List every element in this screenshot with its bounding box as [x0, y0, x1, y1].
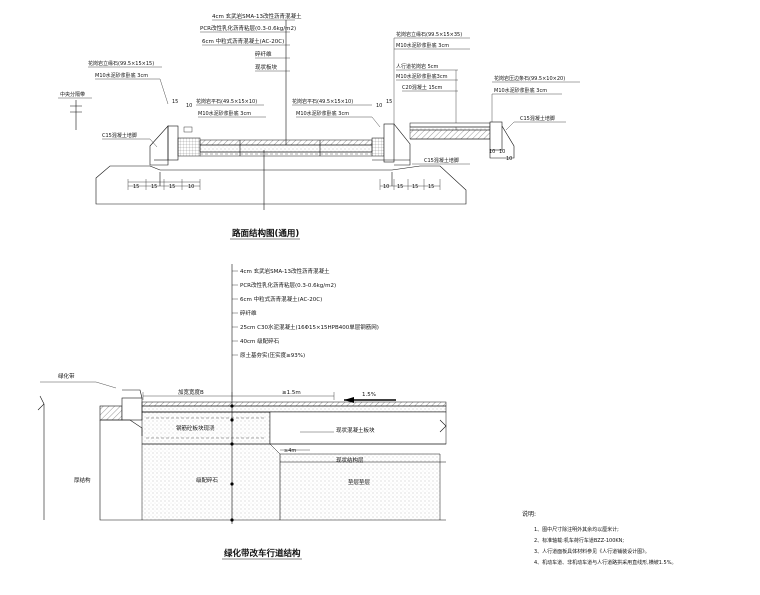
c15-left-label: C15混凝土培脚 — [102, 132, 137, 139]
left-curb-mortar: M10水泥砂浆卧底 3cm — [95, 72, 148, 79]
right-inner-curb-label: 花岗岩平石(49.5×15×10) — [292, 98, 353, 105]
rebar-label: 钢筋砼板块现浇 — [176, 424, 215, 432]
c15-mid-label: C15混凝土培脚 — [424, 157, 459, 164]
top-layer-1: 4cm 玄武岩SMA-13改性沥青混凝土 — [212, 12, 302, 20]
dim-right-top-2: 15 — [386, 99, 392, 105]
notes: 说明: 1、图中尺寸除注明外其余均以厘米计; 2、标准轴载:机车荷行车道BZZ-… — [522, 510, 676, 566]
dim-lb-4: 10 — [188, 184, 194, 190]
existing-layer-label: 现状结构层 — [336, 456, 364, 464]
bottom-layer-6: 40cm 级配碎石 — [240, 337, 280, 345]
notes-heading: 说明: — [522, 510, 536, 518]
bottom-layer-7: 原土基夯实(压实度≥93%) — [240, 351, 305, 359]
left-inner-curb-mortar: M10水泥砂浆卧底 3cm — [198, 110, 251, 117]
top-layer-labels: 4cm 玄武岩SMA-13改性沥青混凝土 PCR改性乳化沥青粘层(0.3-0.6… — [200, 12, 302, 145]
slope-label: 1.5% — [362, 392, 376, 398]
sidewalk-layer-2: M10水泥砂浆卧底3cm — [396, 73, 448, 80]
thick-label: 厚结构 — [74, 476, 91, 484]
top-layer-2: PCR改性乳化沥青粘层(0.3-0.6kg/m2) — [200, 24, 296, 32]
gravel-label: 级配碎石 — [196, 476, 219, 484]
bottom-layer-2: PCR改性乳化沥青粘层(0.3-0.6kg/m2) — [240, 281, 336, 289]
bottom-title: 绿化带改车行道结构 — [224, 548, 301, 559]
right-curb-label: 花岗岩立缘石(99.5×15×35) — [396, 31, 462, 38]
note-1: 1、图中尺寸除注明外其余均以厘米计; — [534, 526, 619, 533]
top-section: 4cm 玄武岩SMA-13改性沥青混凝土 PCR改性乳化沥青粘层(0.3-0.6… — [58, 12, 580, 240]
c15-right-label: C15混凝土培脚 — [520, 115, 555, 122]
note-2: 2、标准轴载:机车荷行车道BZZ-100KN; — [534, 537, 624, 544]
right-inner-curb-mortar: M10水泥砂浆卧底 3cm — [296, 110, 349, 117]
right-curb-mortar: M10水泥砂浆卧底 3cm — [396, 42, 449, 49]
dim-side-1: 10 — [489, 149, 495, 155]
note-4: 4、机动车道、非机动车道与人行道路拱采用直线形,横坡1.5%。 — [534, 559, 676, 566]
dim-left-top-1: 15 — [172, 99, 178, 105]
dim-lb-3: 15 — [169, 184, 175, 190]
green-belt-label: 绿化带 — [58, 372, 75, 380]
dim-lb-2: 15 — [151, 184, 157, 190]
dim-rb-4: 15 — [428, 184, 434, 190]
top-layer-5: 现状板块 — [255, 63, 278, 71]
dim-side-3: 10 — [506, 156, 512, 162]
dim-b-label: ≥4m — [284, 448, 296, 454]
dim-right-top-1: 10 — [376, 103, 382, 109]
existing-slab-label: 现状混凝土板块 — [336, 426, 375, 434]
dim-side-2: 10 — [499, 149, 505, 155]
bottom-layer-1: 4cm 玄武岩SMA-13改性沥青混凝土 — [240, 267, 330, 275]
note-3: 3、人行道面板具体材料参见《人行道铺装设计图》。 — [534, 548, 650, 555]
bottom-layer-5: 25cm C30水泥混凝土(16Φ15×15HPB400单层钢筋网) — [240, 323, 379, 331]
sidewalk-layer-1: 人行道花岗岩 5cm — [396, 63, 439, 70]
dims-right-bottom: 10 15 15 15 — [379, 179, 441, 190]
edge-stone-label: 花岗岩压边条石(99.5×10×20) — [494, 75, 565, 82]
dim-rb-2: 15 — [397, 184, 403, 190]
cushion-label: 垫层垫层 — [348, 478, 371, 486]
bottom-layer-3: 6cm 中粒式沥青混凝土(AC-20C) — [240, 295, 322, 303]
bottom-layer-4: 碎纤维 — [240, 309, 257, 317]
dim-15m: ≥1.5m — [282, 390, 301, 396]
edge-stone-mortar: M10水泥砂浆卧底 3cm — [494, 87, 547, 94]
left-curb-label: 花岗岩立缘石(99.5×15×15) — [88, 60, 154, 67]
dims-left-bottom: 15 15 15 10 — [127, 179, 201, 190]
sidewalk-layer-3: C20混凝土 15cm — [402, 84, 443, 91]
dim-rb-3: 15 — [412, 184, 418, 190]
left-inner-curb-label: 花岗岩平石(49.5×15×10) — [196, 98, 257, 105]
top-title: 路面结构图(通用) — [232, 228, 299, 239]
width-label: 加宽宽度B — [178, 388, 204, 396]
dim-left-top-2: 10 — [186, 103, 192, 109]
median-label: 中央分隔带 — [60, 91, 85, 98]
bottom-section: 4cm 玄武岩SMA-13改性沥青混凝土 PCR改性乳化沥青粘层(0.3-0.6… — [37, 264, 447, 560]
top-layer-3: 6cm 中粒式沥青混凝土(AC-20C) — [202, 37, 284, 45]
top-layer-4: 碎纤维 — [255, 50, 272, 58]
dim-rb-1: 10 — [383, 184, 389, 190]
dim-lb-1: 15 — [133, 184, 139, 190]
